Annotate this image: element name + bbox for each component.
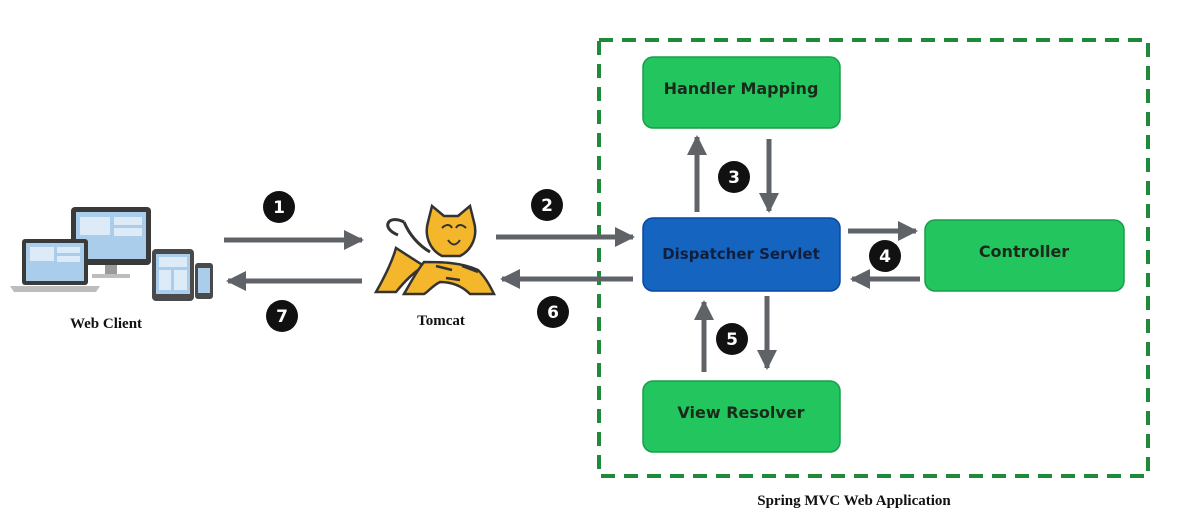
spring-app-frame <box>597 38 1150 478</box>
controller-box: Controller <box>924 219 1125 292</box>
web-client-devices-icon <box>10 207 213 301</box>
svg-text:7: 7 <box>276 307 288 327</box>
step-badge-2: 2 <box>531 189 563 221</box>
step-badge-1: 1 <box>263 191 295 223</box>
tomcat-label: Tomcat <box>417 313 465 329</box>
step-badge-7: 7 <box>266 300 298 332</box>
step-badge-5: 5 <box>716 323 748 355</box>
dispatcher-servlet-label: Dispatcher Servlet <box>662 245 820 263</box>
view-resolver-label: View Resolver <box>677 403 804 422</box>
handler-mapping-box: Handler Mapping <box>642 56 841 129</box>
step-badge-6: 6 <box>537 296 569 328</box>
dispatcher-servlet-box: Dispatcher Servlet <box>642 217 841 292</box>
svg-text:4: 4 <box>879 247 891 267</box>
handler-mapping-label: Handler Mapping <box>664 79 819 98</box>
step-badge-4: 4 <box>869 240 901 272</box>
svg-text:3: 3 <box>728 168 740 188</box>
view-resolver-box: View Resolver <box>642 380 841 453</box>
svg-text:5: 5 <box>726 330 738 350</box>
svg-text:6: 6 <box>547 303 559 323</box>
tomcat-logo-icon <box>373 203 497 296</box>
web-client-label: Web Client <box>70 316 142 332</box>
step-badge-3: 3 <box>718 161 750 193</box>
spring-app-label: Spring MVC Web Application <box>757 493 951 509</box>
controller-label: Controller <box>979 242 1069 261</box>
svg-text:2: 2 <box>541 196 553 216</box>
svg-text:1: 1 <box>273 198 285 218</box>
